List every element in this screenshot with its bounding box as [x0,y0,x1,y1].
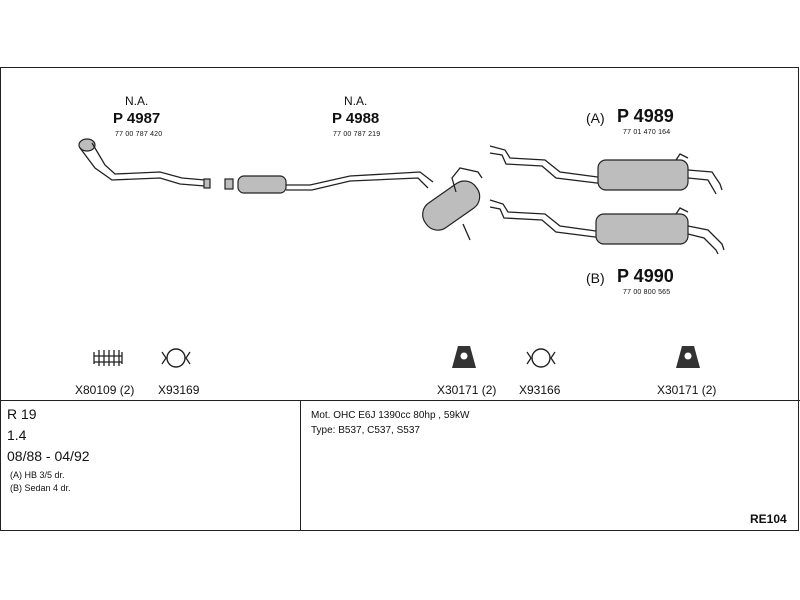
accessory-label-mount: X30171 (2) [657,383,717,397]
spring-icon [93,350,123,366]
accessory-label-clamp: X93166 [519,383,561,397]
front-pipe-oem-number: 77 00 787 420 [115,131,163,138]
rubber-mount-icon [676,346,700,368]
clamp-icon [161,348,191,368]
accessory-label-clamp: X93169 [158,383,200,397]
rear-silencer-a-drawing [489,145,723,195]
vehicle-engine-size: 1.4 [7,427,27,443]
middle-silencer-drawing [224,167,483,241]
engine-spec: Mot. OHC E6J 1390cc 80hp , 59kW [311,410,470,421]
accessory-label-mount: X30171 (2) [437,383,497,397]
rear-b-variant: (B) [586,270,605,286]
middle-silencer-part-number: P 4988 [332,110,380,127]
reference-code: RE104 [750,512,787,526]
vehicle-variant-a: (A) HB 3/5 dr. [10,470,65,480]
accessory-label-spring: X80109 (2) [75,383,135,397]
info-divider [0,400,800,401]
diagram-frame [0,67,799,531]
vehicle-variant-b: (B) Sedan 4 dr. [10,483,71,493]
info-column-divider [300,400,301,531]
rear-a-oem-number: 77 01 470 164 [623,129,671,136]
front-pipe-part-number: P 4987 [113,110,161,127]
middle-silencer-availability: N.A. [344,94,368,108]
rear-silencer-b-drawing [489,199,725,255]
rear-a-part-number: P 4989 [617,106,674,126]
clamp-icon [526,348,556,368]
middle-silencer-oem-number: 77 00 787 219 [333,131,381,138]
vehicle-model: R 19 [7,406,37,422]
rear-b-part-number: P 4990 [617,266,674,286]
front-pipe-availability: N.A. [125,94,149,108]
type-spec: Type: B537, C537, S537 [311,425,420,436]
rear-a-variant: (A) [586,110,605,126]
rear-b-oem-number: 77 00 800 565 [623,289,671,296]
vehicle-years: 08/88 - 04/92 [7,448,90,464]
front-pipe-drawing [78,138,211,189]
rubber-mount-icon [452,346,476,368]
